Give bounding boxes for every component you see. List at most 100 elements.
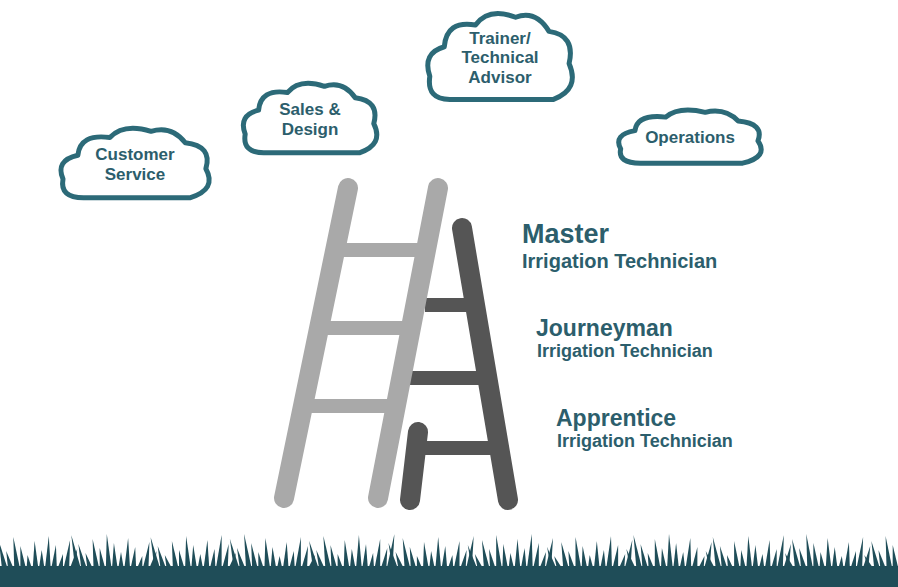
grass-blade [435,537,441,570]
grass-blade [727,555,734,570]
grass-blade [264,538,270,570]
grass-blade [752,545,758,570]
grass-blade [832,547,838,570]
grass-blade [820,552,826,570]
grass-blade [527,534,533,570]
grass-blade [648,553,655,570]
grass-blade [368,553,374,570]
grass-blade [258,552,264,570]
grass-blade [806,534,813,570]
grass-blade [63,540,70,570]
grass-blade [447,555,453,570]
level-role: Irrigation Technician [522,250,717,272]
grass-blade [423,542,429,570]
level-role: Irrigation Technician [557,432,733,452]
cloud-node: Customer Service [55,123,215,206]
grass-blade [197,554,203,570]
grass-blade [618,554,625,570]
level-role: Irrigation Technician [537,342,713,362]
grass-blade [561,542,569,570]
grass-blade [661,548,667,570]
grass-blade [403,538,411,570]
cloud-text: Customer Service [87,145,183,184]
grass-blade [856,537,863,570]
grass-blade [130,547,136,570]
grass-blade [350,549,356,570]
grass-blade [612,545,618,570]
grass-blade [864,555,874,570]
grass-blade [13,537,20,570]
grass-blade [879,550,887,570]
grass-blade [112,543,118,570]
grass-blade [142,542,149,570]
grass-blade [521,548,527,570]
level-title: Journeyman [536,316,673,341]
grass-blade [380,548,387,570]
grass-blade [582,546,588,570]
grass-blade [539,552,546,570]
grass-blade [93,539,100,570]
ladder-rung [425,298,470,312]
grass-blade [799,548,807,570]
grass-blade [179,550,185,570]
grass-blade [277,556,283,570]
grass-blade [244,534,252,570]
grass-blade [568,551,575,570]
grass-blade [222,544,229,570]
grass-blade [106,534,112,570]
grass-blade [251,543,258,570]
grass-blade [338,554,344,570]
grass-blade [289,551,295,570]
level-title: Apprentice [556,406,676,431]
grass-blade [86,553,94,570]
cloud-node: Operations [613,106,767,170]
grass-blade [826,538,832,570]
grass-blade [576,537,582,570]
grass-blade [740,550,746,570]
grass-blade [594,541,600,570]
grass-blade [588,555,594,570]
grass-blade [344,540,350,570]
grass-strip [0,534,898,587]
grass-blade [454,541,460,570]
grass-blade [301,546,308,570]
grass-blade [691,547,697,570]
grass-blade [667,534,673,570]
grass-blade [685,538,691,570]
grass-blade [515,539,521,570]
ladder-rung [410,441,494,455]
grass-blade [185,536,191,570]
grass-blade [45,536,51,570]
grass-blade [323,536,331,570]
grass-blade [172,541,179,570]
grass-blade [396,552,405,570]
grass-blade [785,553,795,570]
grass-blade [475,554,484,570]
grass-blade [734,541,740,570]
grass-blade [606,536,612,570]
grass-blade [331,545,338,570]
grass-blade [533,543,539,570]
grass-blade [118,552,124,570]
cloud-text: Operations [645,128,735,148]
grass-blade [600,550,606,570]
grass-blade [51,545,57,570]
grass-blade [100,548,106,570]
grass-blade [554,556,563,570]
ladder-rung [335,243,428,257]
grass-blade [216,535,222,570]
grass-blade [489,549,496,570]
grass-blade [57,554,63,570]
ladder-rail [378,188,438,498]
grass-blade [191,545,197,570]
grass-blade [771,549,777,570]
front-ladder [284,188,438,498]
grass-blade [813,543,819,570]
grass-blade [410,547,417,570]
grass-blade [316,550,325,570]
grass-blade [765,540,771,570]
grass-blade [626,549,636,570]
grass-blade [417,556,423,570]
grass-blade [838,556,844,570]
ladder-rung [304,399,397,413]
